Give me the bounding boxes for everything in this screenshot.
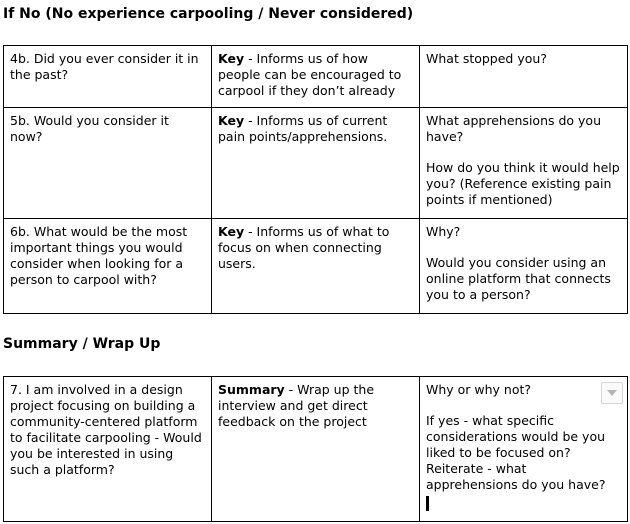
table-row: 4b. Did you ever consider it in the past… [3,45,628,108]
table-row: 7. I am involved in a design project foc… [3,376,628,522]
question-cell[interactable]: 5b. Would you consider it now? [3,107,212,219]
key-cell[interactable]: Summary - Wrap up the interview and get … [211,376,420,522]
key-text: - Informs us of how people can be encour… [218,51,402,98]
table-row: 5b. Would you consider it now? Key - Inf… [3,107,628,219]
text-cursor [426,496,429,511]
table-row: 6b. What would be the most important thi… [3,218,628,314]
key-label: Key [218,224,245,239]
key-cell[interactable]: Key - Informs us of what to focus on whe… [211,218,420,314]
key-text: - Wrap up the interview and get direct f… [218,382,375,429]
summary-table: 7. I am involved in a design project foc… [3,376,628,522]
key-cell[interactable]: Key - Informs us of current pain points/… [211,107,420,219]
key-label: Key [218,51,245,66]
if-no-table: 4b. Did you ever consider it in the past… [3,45,628,314]
followup-cell[interactable]: What stopped you? [419,45,628,108]
key-text: - Informs us of what to focus on when co… [218,224,390,271]
followup-cell[interactable]: Why? Would you consider using an online … [419,218,628,314]
question-cell[interactable]: 6b. What would be the most important thi… [3,218,212,314]
key-label: Key [218,113,245,128]
summary-label: Summary [218,382,285,397]
section-heading-if-no: If No (No experience carpooling / Never … [3,6,414,22]
followup-cell[interactable]: What apprehensions do you have? How do y… [419,107,628,219]
followup-cell[interactable]: Why or why not? If yes - what specific c… [419,376,628,522]
chevron-down-icon[interactable] [601,382,623,404]
section-heading-summary: Summary / Wrap Up [3,336,161,352]
question-cell[interactable]: 7. I am involved in a design project foc… [3,376,212,522]
key-text: - Informs us of current pain points/appr… [218,113,388,144]
key-cell[interactable]: Key - Informs us of how people can be en… [211,45,420,108]
question-cell[interactable]: 4b. Did you ever consider it in the past… [3,45,212,108]
